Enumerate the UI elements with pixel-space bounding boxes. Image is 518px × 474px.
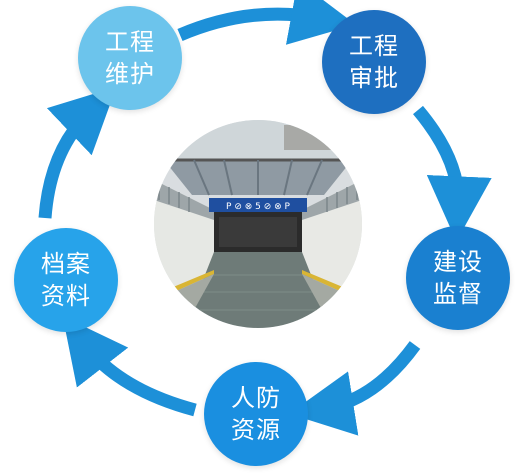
node-engineering-approval: 工程审批 [322,10,426,114]
arrow-civil-defense-to-archives [62,316,197,417]
node-label-line1: 人防 [231,384,281,412]
node-construction-supervision: 建设监督 [406,226,510,330]
node-label-line1: 档案 [41,250,91,278]
tunnel-sign: P ⊘ ⊗ 5 ⊘ ⊗ P [226,202,290,212]
node-label-line2: 维护 [105,60,155,88]
arrow-approval-to-supervision [413,105,492,242]
arrow-supervision-to-civil-defense [289,341,421,436]
arrow-archives-to-maintenance [38,86,117,219]
node-archive-materials: 档案资料 [14,228,118,332]
tunnel-photo: P ⊘ ⊗ 5 ⊘ ⊗ P [154,120,362,328]
node-label-line1: 工程 [349,32,399,60]
node-civil-defense-resources: 人防资源 [204,362,308,466]
node-label-line2: 资料 [41,282,91,310]
arrow-maintenance-to-approval [177,0,356,45]
node-label-line2: 资源 [231,416,281,444]
node-label-line1: 建设 [433,248,483,276]
node-label-line1: 工程 [105,28,155,56]
node-engineering-maintenance: 工程维护 [78,6,182,110]
node-label-line2: 监督 [433,280,483,308]
node-label-line2: 审批 [349,64,399,92]
